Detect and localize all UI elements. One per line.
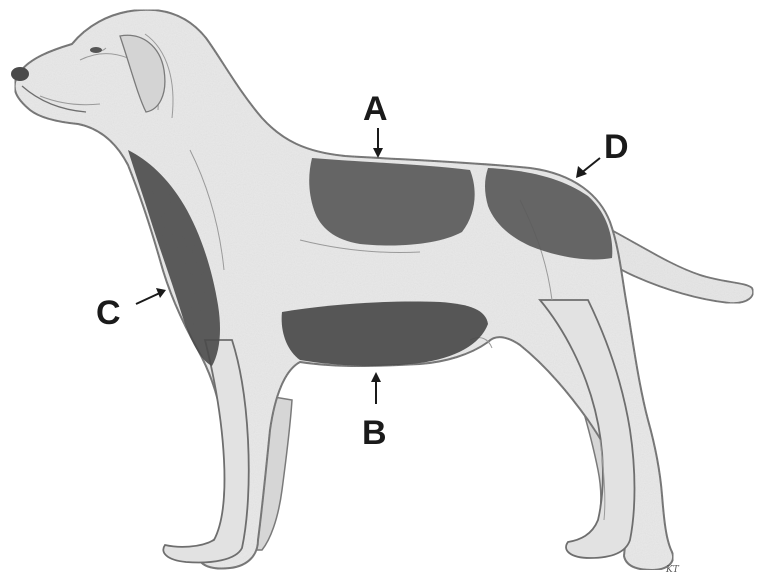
near-front-leg — [163, 340, 248, 562]
dog-body — [15, 10, 673, 570]
region-back-patch — [309, 158, 474, 246]
dog-eye — [90, 47, 102, 53]
label-d: D — [604, 128, 629, 166]
label-c: C — [96, 294, 121, 332]
label-a: A — [363, 90, 388, 128]
arrow-d — [576, 158, 600, 178]
arrow-c — [136, 288, 166, 304]
artist-signature: KT — [665, 565, 680, 575]
arrow-a — [373, 128, 383, 158]
label-b: B — [362, 414, 387, 452]
arrow-b — [371, 372, 381, 404]
dog-nose — [11, 67, 29, 81]
